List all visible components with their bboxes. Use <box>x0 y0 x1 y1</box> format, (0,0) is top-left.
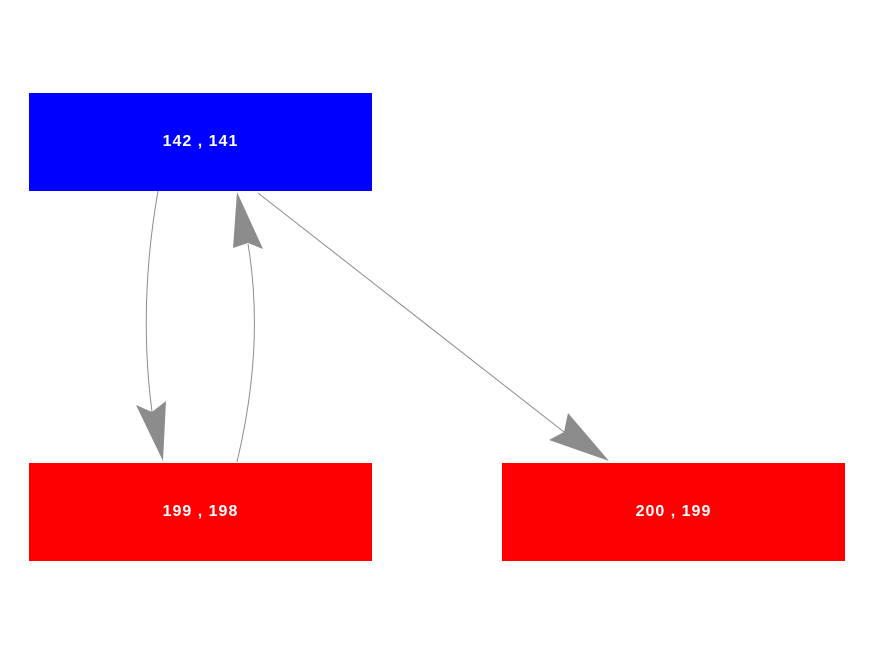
node-bottom-left-label: 199 , 198 <box>162 503 239 520</box>
edge-line <box>257 192 565 433</box>
node-top-label: 142 , 141 <box>162 133 239 150</box>
edge-top-to-bottom-left <box>136 190 166 461</box>
node-bottom-right[interactable]: 200 , 199 <box>502 463 845 561</box>
arrowhead-down-icon <box>136 401 166 461</box>
edge-top-to-bottom-right <box>257 192 609 461</box>
edge-bottom-left-to-top <box>233 192 263 463</box>
node-bottom-left[interactable]: 199 , 198 <box>29 463 372 561</box>
arrowhead-down-right-icon <box>549 413 609 461</box>
node-bottom-right-label: 200 , 199 <box>635 503 712 520</box>
edge-line <box>236 243 255 463</box>
arrowhead-up-icon <box>233 192 263 249</box>
node-top[interactable]: 142 , 141 <box>29 93 372 191</box>
edge-line <box>145 190 159 413</box>
